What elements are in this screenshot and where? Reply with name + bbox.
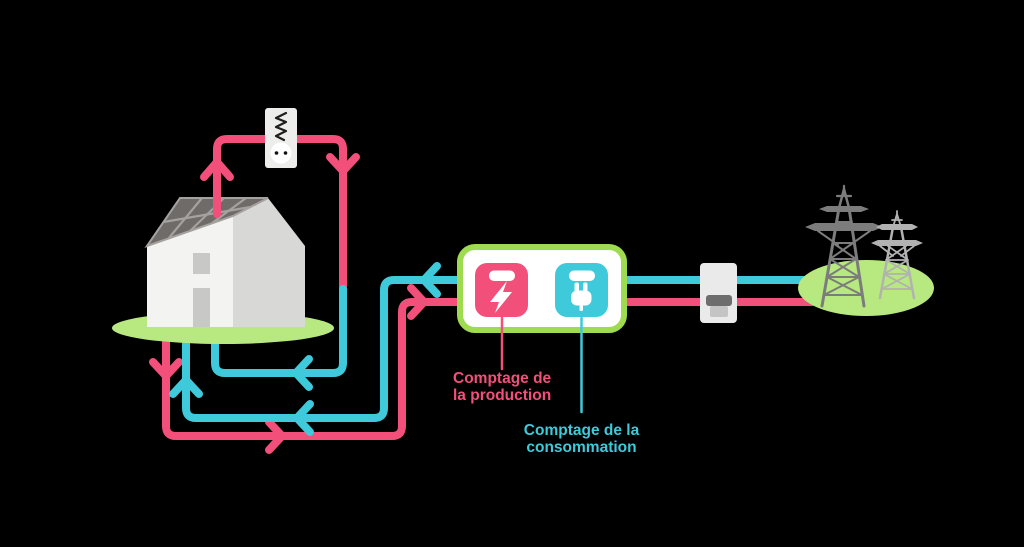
consumption-meter-label: Comptage de la consommation [516, 422, 647, 456]
house-door [193, 288, 210, 327]
solar-panel-grid-lines [163, 197, 251, 240]
pylon-small-icon [871, 210, 923, 300]
wall-socket-icon [265, 108, 297, 168]
socket-cord-squiggle [274, 111, 288, 142]
consumption-meter [555, 263, 608, 317]
consumption-label-line1: Comptage de la [523, 422, 640, 439]
consumption-flow-line [182, 276, 462, 422]
house-front-wall [147, 216, 233, 327]
production-meter-label: Comptage de la production [453, 370, 573, 404]
selfconsumption-arrow-down-icon [326, 153, 360, 175]
production-flow-line [162, 298, 462, 440]
electric-meter-icon [700, 263, 737, 323]
pylon-large-icon [805, 184, 883, 308]
house-side-wall [233, 198, 305, 327]
production-label-line1: Comptage de [453, 370, 552, 387]
production-arrow-into-meter-icon [407, 284, 428, 320]
consumption-arrow-left-icon [420, 262, 441, 298]
production-arrow-right-icon [265, 418, 286, 454]
consumption-label-line2: consommation [526, 438, 637, 456]
selfconsumption-cyan-line [211, 285, 347, 377]
selfconsumption-arrow-up-icon [200, 158, 234, 181]
metering-panel [457, 244, 627, 414]
production-meter [475, 263, 528, 317]
selfconsumption-arrow-left-icon [292, 355, 313, 391]
production-arrow-down-icon [149, 358, 183, 380]
house-window [193, 253, 210, 274]
grid-ground-ellipse [798, 260, 934, 316]
house-icon [144, 193, 305, 327]
power-plug-icon [571, 282, 592, 311]
lightning-bolt-icon [490, 281, 512, 313]
production-label-line2: la production [453, 386, 552, 404]
consumption-arrow-left2-icon [293, 400, 314, 436]
consumption-arrow-up-icon [169, 376, 203, 398]
